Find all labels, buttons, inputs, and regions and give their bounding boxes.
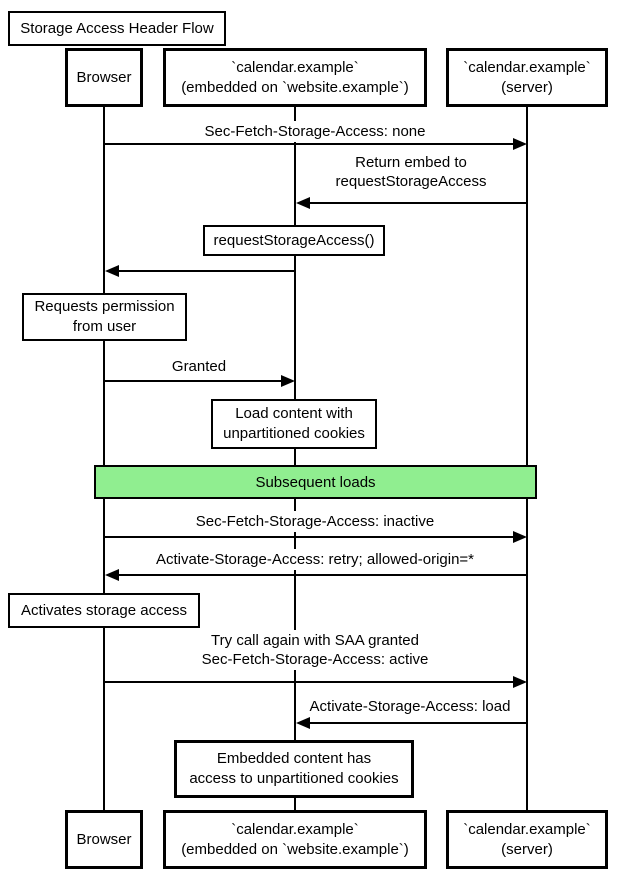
participant-label: (embedded on `website.example`) xyxy=(181,78,409,96)
message-label: Sec-Fetch-Storage-Access: inactive xyxy=(192,511,438,532)
message-text: Sec-Fetch-Storage-Access: active xyxy=(201,651,429,668)
arrowhead-right-icon xyxy=(281,375,295,387)
message-arrow-line xyxy=(309,722,527,724)
participant-label: (embedded on `website.example`) xyxy=(181,840,409,858)
message-arrow-line xyxy=(104,143,514,145)
diagram-title: Storage Access Header Flow xyxy=(8,11,226,46)
note-text: access to unpartitioned cookies xyxy=(189,770,399,787)
participant-browser-bottom: Browser xyxy=(65,810,143,869)
participant-label: Browser xyxy=(76,68,132,86)
message-label: Sec-Fetch-Storage-Access: none xyxy=(201,121,429,142)
participant-label: `calendar.example` xyxy=(231,820,359,838)
participant-label: (server) xyxy=(501,840,553,858)
arrowhead-left-icon xyxy=(296,717,310,729)
note-requests-permission: Requests permission from user xyxy=(22,293,187,341)
message-text: Sec-Fetch-Storage-Access: none xyxy=(204,123,426,140)
arrowhead-left-icon xyxy=(296,197,310,209)
participant-label: `calendar.example` xyxy=(231,58,359,76)
arrowhead-left-icon xyxy=(105,265,119,277)
message-arrow-line xyxy=(104,681,514,683)
message-label: Return embed to requestStorageAccess xyxy=(332,152,490,192)
participant-browser-top: Browser xyxy=(65,48,143,107)
message-arrow-line xyxy=(118,270,295,272)
message-arrow-line xyxy=(104,380,282,382)
note-embedded-content-access: Embedded content has access to unpartiti… xyxy=(174,740,414,798)
lifeline-embed xyxy=(294,107,296,810)
message-arrow-line xyxy=(309,202,527,204)
section-divider-subsequent-loads: Subsequent loads xyxy=(94,465,537,499)
arrowhead-left-icon xyxy=(105,569,119,581)
note-text: from user xyxy=(72,318,137,335)
note-activates-storage-access: Activates storage access xyxy=(8,593,200,628)
message-text: Try call again with SAA granted xyxy=(211,632,419,649)
message-text: Sec-Fetch-Storage-Access: inactive xyxy=(195,513,435,530)
lifeline-server xyxy=(526,107,528,810)
message-text: Activate-Storage-Access: load xyxy=(309,698,511,715)
message-label: Try call again with SAA granted Sec-Fetc… xyxy=(198,630,432,670)
participant-label: `calendar.example` xyxy=(463,58,591,76)
note-text: Requests permission xyxy=(34,298,175,315)
message-arrow-line xyxy=(104,536,514,538)
participant-embed-top: `calendar.example` (embedded on `website… xyxy=(163,48,427,107)
arrowhead-right-icon xyxy=(513,531,527,543)
divider-text: Subsequent loads xyxy=(255,473,376,491)
participant-server-bottom: `calendar.example` (server) xyxy=(446,810,608,869)
participant-label: (server) xyxy=(501,78,553,96)
message-label: Activate-Storage-Access: retry; allowed-… xyxy=(152,549,478,570)
participant-label: Browser xyxy=(76,830,132,848)
note-load-content: Load content with unpartitioned cookies xyxy=(211,399,377,449)
note-text: Embedded content has xyxy=(216,750,372,767)
note-text: Activates storage access xyxy=(21,601,187,619)
message-text: Granted xyxy=(171,358,227,375)
message-text: requestStorageAccess xyxy=(335,173,487,190)
message-label: Granted xyxy=(168,356,230,377)
lifeline-browser xyxy=(103,107,105,810)
message-text: Return embed to xyxy=(355,154,467,171)
note-text: unpartitioned cookies xyxy=(223,425,365,442)
message-label: Activate-Storage-Access: load xyxy=(306,696,514,717)
message-arrow-line xyxy=(118,574,527,576)
note-text: requestStorageAccess() xyxy=(213,231,375,249)
diagram-title-text: Storage Access Header Flow xyxy=(20,20,214,37)
note-text: Load content with xyxy=(235,405,353,422)
message-text: Activate-Storage-Access: retry; allowed-… xyxy=(155,551,475,568)
note-request-storage-access: requestStorageAccess() xyxy=(203,225,385,256)
participant-label: `calendar.example` xyxy=(463,820,591,838)
participant-embed-bottom: `calendar.example` (embedded on `website… xyxy=(163,810,427,869)
participant-server-top: `calendar.example` (server) xyxy=(446,48,608,107)
arrowhead-right-icon xyxy=(513,138,527,150)
arrowhead-right-icon xyxy=(513,676,527,688)
